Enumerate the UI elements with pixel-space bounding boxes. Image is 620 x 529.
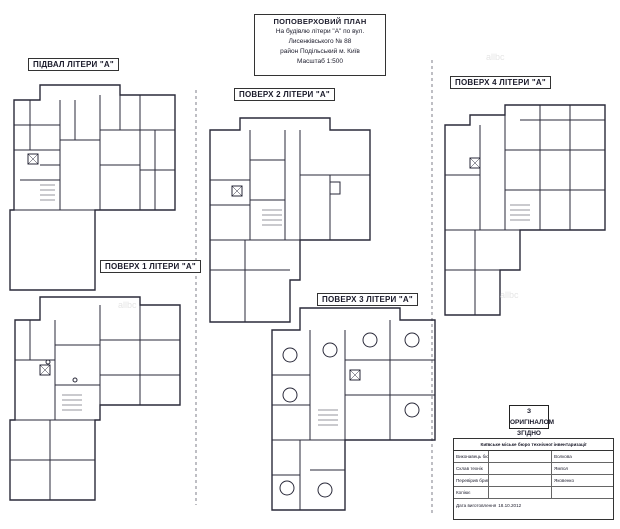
date-value: 18.10.2012 xyxy=(498,503,522,508)
floor1-plan xyxy=(9,296,181,501)
plan-heading: ПОПОВЕРХОВИЙ ПЛАН xyxy=(273,17,367,26)
watermark: allbc xyxy=(500,290,519,300)
basement-plan xyxy=(9,84,176,291)
signature-cell xyxy=(489,463,552,474)
floor4-plan xyxy=(444,104,606,316)
table-row: Копіює xyxy=(454,487,613,499)
bureau-name: Київське міське бюро технічної інвентари… xyxy=(454,439,613,451)
role-cell: Виконавець бюро xyxy=(454,451,489,462)
table-row: Перевірив бригадир Яковенко xyxy=(454,475,613,487)
stamp-line-1: З ОРИГІНАЛОМ xyxy=(510,408,555,426)
floor3-label: ПОВЕРХ 3 ЛІТЕРИ "А" xyxy=(317,293,418,306)
basement-label: ПІДВАЛ ЛІТЕРИ "А" xyxy=(28,58,119,71)
name-cell: Яковенко xyxy=(554,478,575,483)
stamp-line-2: ЗГІДНО xyxy=(517,430,541,437)
signature-cell xyxy=(489,451,552,462)
date-label: Дата виготовлення xyxy=(456,503,497,508)
table-footer: Дата виготовлення 18.10.2012 xyxy=(454,499,613,513)
building-line: На будівлю літери "А" по вул. xyxy=(275,28,365,35)
name-cell xyxy=(552,487,613,498)
district-line: район Подільський м. Київ xyxy=(280,48,360,55)
certified-stamp: З ОРИГІНАЛОМ ЗГІДНО xyxy=(509,405,555,437)
floor2-label: ПОВЕРХ 2 ЛІТЕРИ "А" xyxy=(234,88,335,101)
table-row: Виконавець бюро Волкова xyxy=(454,451,613,463)
signature-cell xyxy=(489,475,552,486)
table-row: Склав технік Ямпол xyxy=(454,463,613,475)
street-line: Лисенківського № 88 xyxy=(288,38,352,45)
role-cell: Перевірив бригадир xyxy=(454,475,489,486)
name-cell: Волкова xyxy=(554,454,572,459)
scale-line: Масштаб 1:500 xyxy=(297,58,343,65)
watermark: allbc xyxy=(118,300,137,310)
floor2-plan xyxy=(209,117,371,323)
name-cell: Ямпол xyxy=(554,466,569,471)
role-cell: Копіює xyxy=(454,487,489,498)
role-cell: Склав технік xyxy=(454,463,489,474)
floor3-plan xyxy=(271,307,436,511)
floor4-label: ПОВЕРХ 4 ЛІТЕРИ "А" xyxy=(450,76,551,89)
floor1-label: ПОВЕРХ 1 ЛІТЕРИ "А" xyxy=(100,260,201,273)
plan-title-box: ПОПОВЕРХОВИЙ ПЛАН На будівлю літери "А" … xyxy=(254,14,386,76)
title-block-table: Київське міське бюро технічної інвентари… xyxy=(453,438,614,520)
signature-cell xyxy=(489,487,552,498)
watermark: allbc xyxy=(486,52,505,62)
